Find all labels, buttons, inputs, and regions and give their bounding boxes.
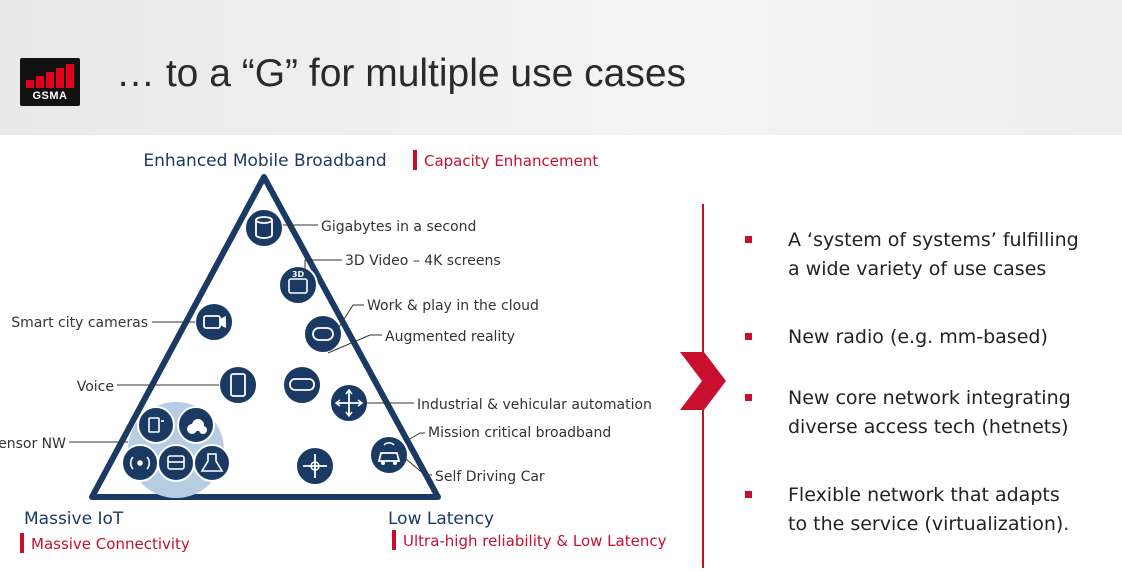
bullet-item: Flexible network that adapts to the serv… bbox=[742, 481, 1069, 539]
callout-mission-critical: Mission critical broadband bbox=[428, 425, 611, 441]
right-corner-label: Low Latency bbox=[388, 509, 494, 529]
bullet-line: diverse access tech (hetnets) bbox=[788, 416, 1069, 438]
bullet-line: a wide variety of use cases bbox=[788, 258, 1047, 280]
callout-industrial-automation: Industrial & vehicular automation bbox=[417, 397, 652, 413]
callout-augmented-reality: Augmented reality bbox=[385, 329, 515, 345]
callout-voice: Voice bbox=[77, 379, 114, 395]
left-corner-tag: Massive Connectivity bbox=[31, 535, 190, 553]
top-corner-tag: Capacity Enhancement bbox=[424, 152, 598, 170]
logo-wordmark: GSMA bbox=[32, 90, 68, 102]
car-icon bbox=[369, 435, 409, 475]
use-case-triangle-diagram: Enhanced Mobile Broadband Capacity Enhan… bbox=[0, 150, 667, 553]
right-tag-bar bbox=[392, 530, 396, 550]
bullet-line: Flexible network that adapts bbox=[788, 484, 1060, 506]
bullet-line: New core network integrating bbox=[788, 387, 1071, 409]
sensor-tablet-icon bbox=[148, 417, 164, 433]
bullet-item: New core network integrating diverse acc… bbox=[742, 384, 1071, 442]
sensor-wifi-icon bbox=[129, 456, 151, 470]
callout-labels: Gigabytes in a second 3D Video – 4K scre… bbox=[0, 219, 652, 485]
header-band: GSMA … to a “G” for multiple use cases bbox=[0, 0, 1122, 135]
top-tag-bar bbox=[413, 150, 417, 170]
callout-gigabytes: Gigabytes in a second bbox=[321, 219, 476, 235]
navigation-icon bbox=[295, 446, 335, 486]
sensor-flask-icon bbox=[200, 453, 224, 472]
left-corner-label: Massive IoT bbox=[24, 509, 124, 529]
slide-title: … to a “G” for multiple use cases bbox=[116, 52, 687, 95]
callout-sensor-nw: Sensor NW bbox=[0, 436, 66, 452]
right-corner-tag: Ultra-high reliability & Low Latency bbox=[403, 532, 667, 550]
logo-bars bbox=[26, 64, 74, 88]
top-corner-label: Enhanced Mobile Broadband bbox=[143, 151, 386, 171]
gsma-logo: GSMA bbox=[20, 58, 80, 106]
callout-3d-video: 3D Video – 4K screens bbox=[345, 253, 501, 269]
sensor-cloud-icon bbox=[187, 419, 207, 434]
triangle-outline bbox=[89, 174, 441, 500]
bullet-marker bbox=[745, 491, 752, 498]
camera-icon bbox=[194, 302, 234, 342]
bullet-item: New radio (e.g. mm-based) bbox=[742, 323, 1048, 352]
callout-smart-city: Smart city cameras bbox=[11, 315, 148, 331]
automation-icon bbox=[329, 383, 369, 423]
bullet-marker bbox=[745, 236, 752, 243]
bullet-line: to the service (virtualization). bbox=[788, 513, 1070, 535]
sensor-screen-icon bbox=[167, 455, 185, 470]
database-icon bbox=[244, 208, 284, 248]
3d-badge: 3D bbox=[292, 270, 305, 279]
sensor-cluster bbox=[121, 402, 231, 498]
bullet-marker bbox=[745, 394, 752, 401]
ar-goggles-icon bbox=[282, 365, 322, 405]
phone-icon bbox=[218, 365, 258, 405]
callout-self-driving: Self Driving Car bbox=[435, 469, 545, 485]
bullet-item: A ‘system of systems’ fulfilling a wide … bbox=[742, 226, 1079, 284]
gamepad-icon bbox=[303, 314, 343, 354]
bullet-line: A ‘system of systems’ fulfilling bbox=[788, 229, 1079, 251]
chevron-right-icon bbox=[680, 352, 726, 410]
leader-lines bbox=[69, 224, 432, 476]
bullet-marker bbox=[745, 333, 752, 340]
bullet-line: New radio (e.g. mm-based) bbox=[788, 326, 1048, 348]
callout-cloud-play: Work & play in the cloud bbox=[367, 298, 539, 314]
3d-video-icon: 3D bbox=[278, 265, 318, 305]
left-tag-bar bbox=[20, 533, 24, 553]
